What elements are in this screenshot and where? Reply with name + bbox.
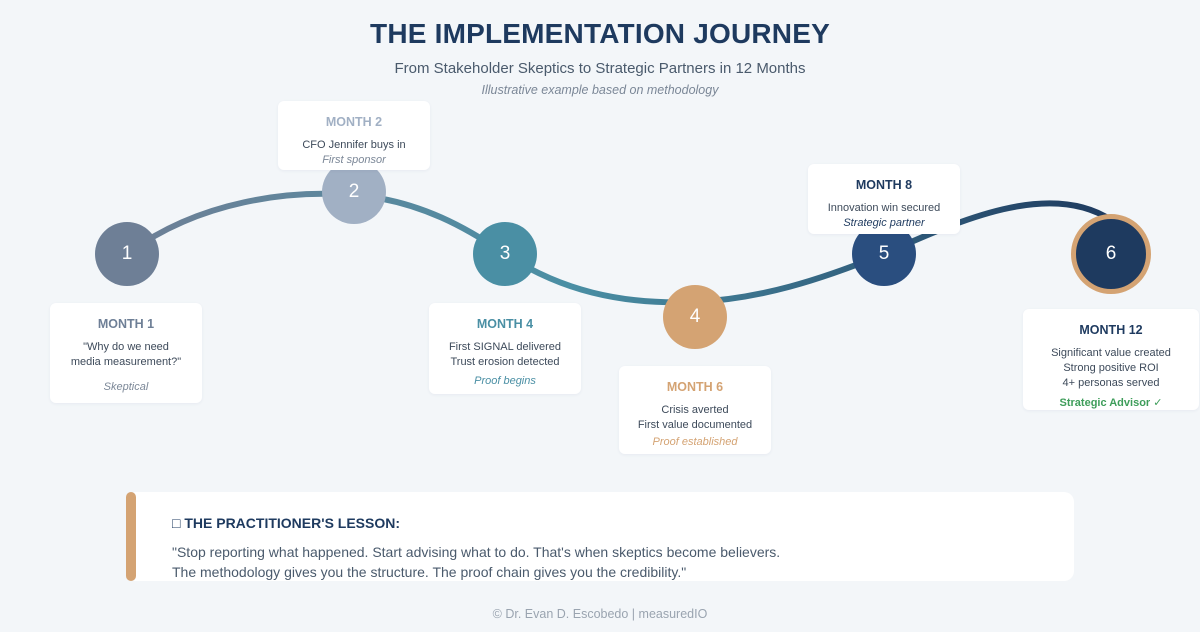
lesson-quote: "Stop reporting what happened. Start adv…	[172, 542, 780, 582]
milestone-line: Strong positive ROI	[1063, 362, 1159, 374]
milestone-card-month-8: MONTH 8 Innovation win secured Strategic…	[808, 164, 960, 234]
milestone-tag: First sponsor	[322, 154, 386, 166]
page-subtitle: From Stakeholder Skeptics to Strategic P…	[394, 60, 806, 77]
lesson-box: □ THE PRACTITIONER'S LESSON: "Stop repor…	[126, 492, 1074, 581]
milestone-line: 4+ personas served	[1062, 377, 1160, 389]
lesson-heading: □ THE PRACTITIONER'S LESSON:	[172, 515, 400, 531]
milestone-tag: Skeptical	[103, 381, 149, 393]
milestone-tag: Strategic partner	[843, 217, 925, 229]
milestone-node-6: 6	[1071, 214, 1151, 294]
milestone-line: Trust erosion detected	[450, 356, 560, 368]
milestone-node-3: 3	[473, 222, 537, 286]
milestone-month: MONTH 8	[855, 178, 913, 192]
page-note: Illustrative example based on methodolog…	[481, 83, 719, 97]
lesson-quote-line-2: The methodology gives you the structure.…	[172, 564, 687, 580]
milestone-line: "Why do we need	[83, 341, 169, 353]
milestone-month: MONTH 4	[476, 317, 534, 331]
milestone-number: 2	[348, 181, 360, 202]
milestone-month: MONTH 2	[325, 115, 383, 129]
milestone-node-4: 4	[663, 285, 727, 349]
footer-copyright: © Dr. Evan D. Escobedo | measuredIO	[492, 607, 708, 621]
milestone-node-1: 1	[95, 222, 159, 286]
milestone-line: Innovation win secured	[827, 202, 941, 214]
lightbulb-icon: □ THE PRACTITIONER'S LESSON:	[172, 515, 401, 531]
milestone-line: media measurement?"	[70, 356, 182, 368]
journey-curve	[124, 190, 1114, 306]
milestone-month: MONTH 1	[97, 317, 155, 331]
milestone-number: 3	[499, 243, 511, 264]
milestone-month: MONTH 12	[1079, 323, 1143, 337]
milestone-card-month-2: MONTH 2 CFO Jennifer buys in First spons…	[278, 101, 430, 170]
milestone-card-month-1: MONTH 1 "Why do we need media measuremen…	[50, 303, 202, 403]
milestone-number: 5	[878, 243, 890, 264]
milestone-tag: Proof established	[652, 436, 738, 448]
milestone-number: 6	[1105, 243, 1117, 264]
milestone-line: First SIGNAL delivered	[448, 341, 562, 353]
milestone-month: MONTH 6	[666, 380, 724, 394]
milestone-card-month-4: MONTH 4 First SIGNAL delivered Trust ero…	[429, 303, 581, 394]
milestone-tag: Proof begins	[474, 375, 536, 387]
milestone-node-2: 2	[322, 160, 386, 224]
milestone-card-month-12: MONTH 12 Significant value created Stron…	[1023, 309, 1199, 410]
lesson-accent-bar	[126, 492, 136, 581]
milestone-line: Crisis averted	[661, 404, 729, 416]
milestone-line: Significant value created	[1051, 347, 1171, 359]
milestone-line: CFO Jennifer buys in	[302, 139, 406, 151]
milestone-line: First value documented	[637, 419, 753, 431]
milestone-tag: Strategic Advisor ✓	[1059, 397, 1163, 409]
milestone-number: 1	[121, 243, 133, 264]
milestone-number: 4	[689, 306, 701, 327]
page-title: THE IMPLEMENTATION JOURNEY	[370, 18, 830, 49]
lesson-quote-line-1: "Stop reporting what happened. Start adv…	[172, 544, 781, 560]
milestone-card-month-6: MONTH 6 Crisis averted First value docum…	[619, 366, 771, 454]
